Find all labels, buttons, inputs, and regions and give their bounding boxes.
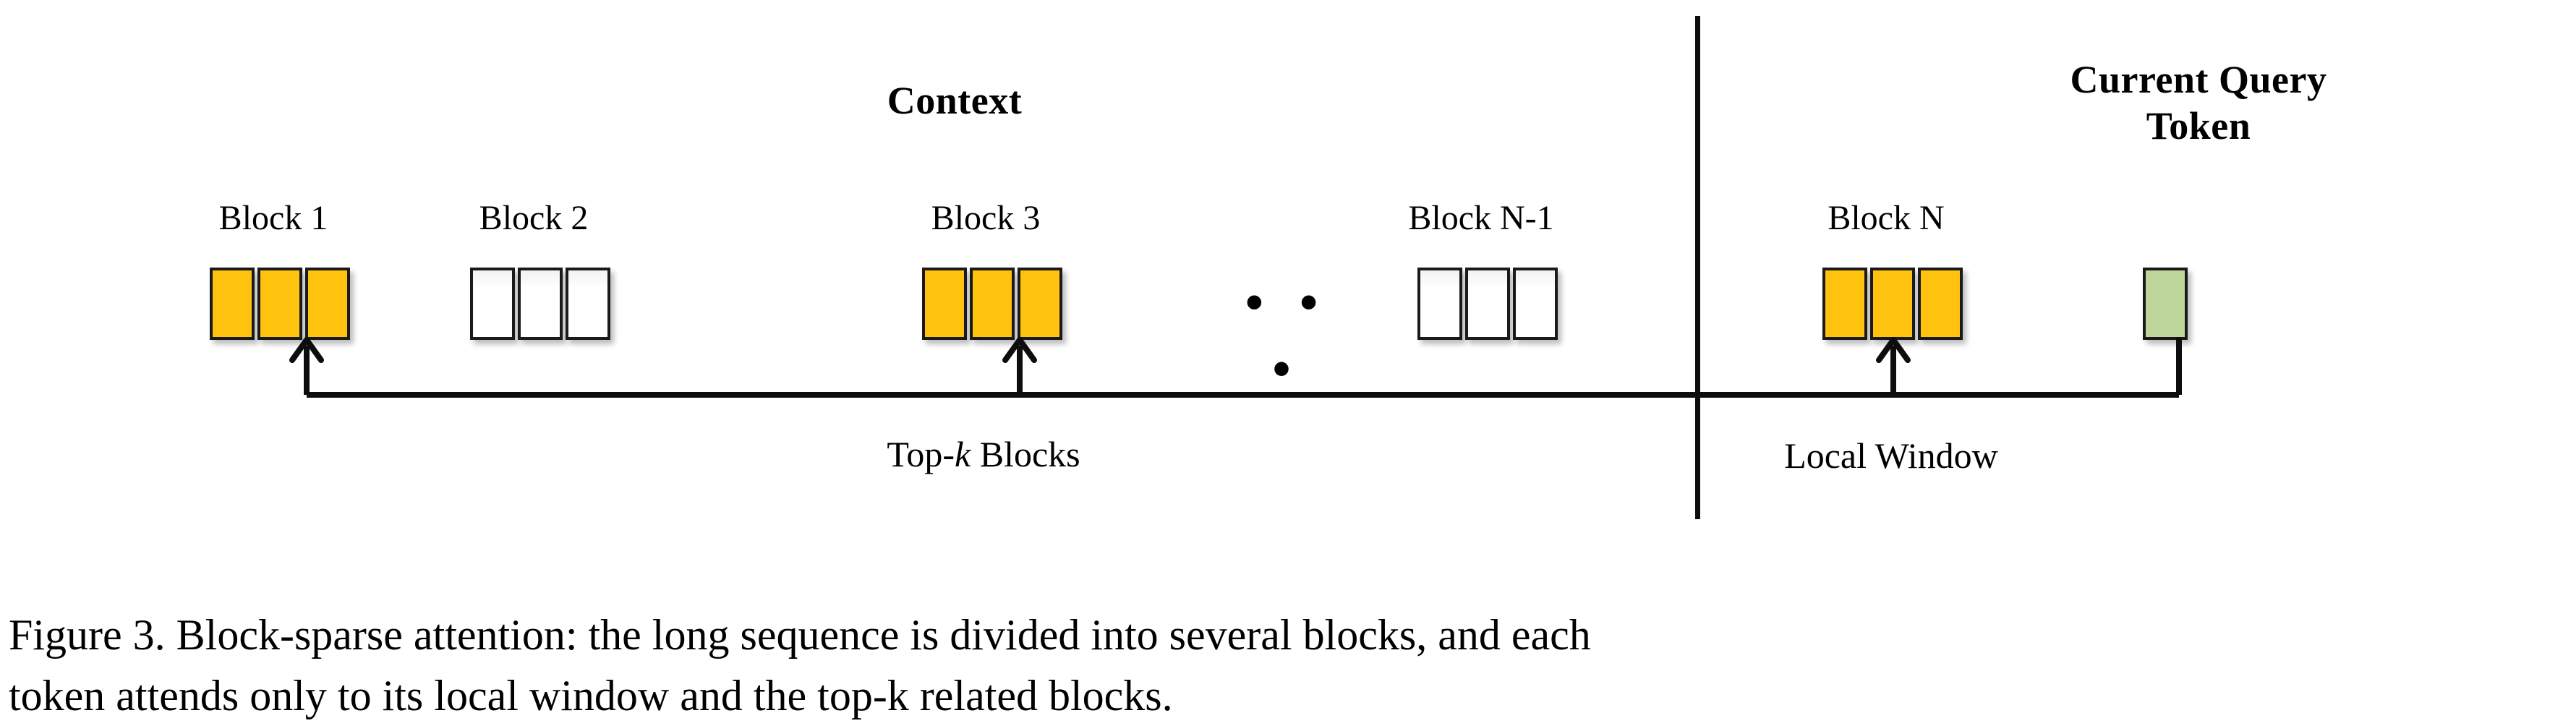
label-top-k-suffix: Blocks xyxy=(971,434,1080,474)
ellipsis-separator: • • • xyxy=(1245,273,1330,398)
figure-caption-line-2: token attends only to its local window a… xyxy=(9,672,1173,719)
block-group-1 xyxy=(210,268,350,340)
block-cell xyxy=(1822,268,1867,340)
block-cell xyxy=(1417,268,1462,340)
label-top-k-prefix: Top- xyxy=(887,434,955,474)
arrowhead-block-3 xyxy=(1002,337,1037,363)
block-cell xyxy=(518,268,563,340)
label-top-k-blocks: Top-k Blocks xyxy=(803,434,1164,474)
block-cell xyxy=(305,268,350,340)
block-group-n-minus-1 xyxy=(1417,268,1558,340)
block-group-n xyxy=(1822,268,1963,340)
block-group-3 xyxy=(922,268,1062,340)
block-label-n-minus-1: Block N-1 xyxy=(1408,199,1554,237)
section-heading-context: Context xyxy=(887,79,1023,122)
block-cell xyxy=(970,268,1015,340)
query-token-cell xyxy=(2143,268,2188,340)
block-label-2: Block 2 xyxy=(479,199,589,237)
block-cell xyxy=(922,268,967,340)
block-cell xyxy=(257,268,302,340)
query-token-block xyxy=(2143,268,2188,340)
block-label-3: Block 3 xyxy=(931,199,1041,237)
block-group-2 xyxy=(470,268,610,340)
block-label-n: Block N xyxy=(1827,199,1945,237)
arrowhead-block-1 xyxy=(289,337,324,363)
block-cell xyxy=(1018,268,1062,340)
label-local-window: Local Window xyxy=(1784,435,1998,476)
block-cell xyxy=(470,268,515,340)
block-cell xyxy=(1918,268,1963,340)
section-heading-current-query-token: Current Query Token xyxy=(1982,56,2415,149)
block-cell xyxy=(1870,268,1915,340)
context-query-divider xyxy=(1695,16,1700,519)
query-heading-line-1: Current Query xyxy=(2070,58,2327,101)
block-cell xyxy=(1513,268,1558,340)
figure-caption-line-1: Figure 3. Block-sparse attention: the lo… xyxy=(9,611,1591,659)
block-cell xyxy=(566,268,610,340)
label-top-k-italic: k xyxy=(955,434,971,474)
query-heading-line-2: Token xyxy=(2146,104,2251,148)
block-cell xyxy=(1465,268,1510,340)
arrowhead-block-n xyxy=(1876,337,1911,363)
figure-caption: Figure 3. Block-sparse attention: the lo… xyxy=(9,605,2569,726)
block-label-1: Block 1 xyxy=(218,199,328,237)
block-cell xyxy=(210,268,255,340)
